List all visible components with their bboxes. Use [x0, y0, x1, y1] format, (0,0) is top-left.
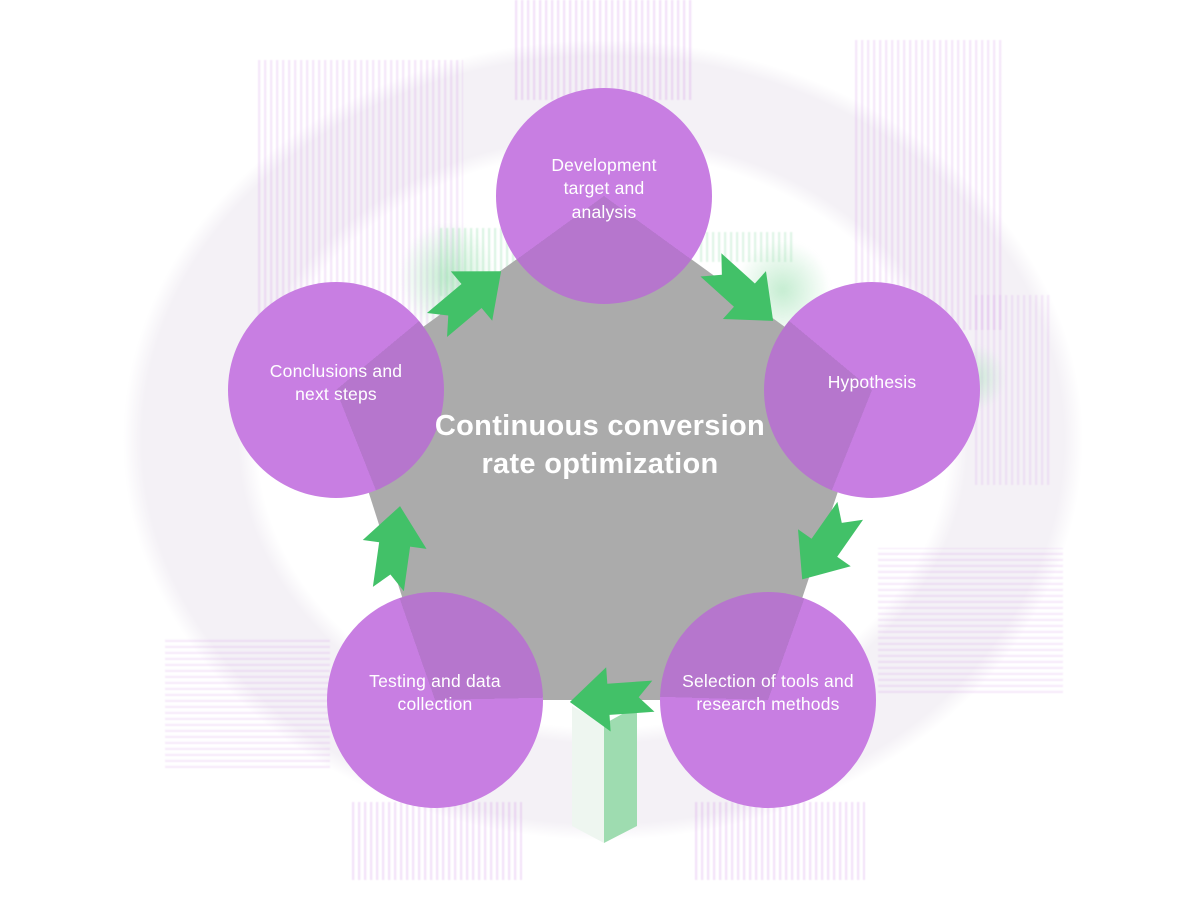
step-circle-hypothesis: Hypothesis — [764, 282, 980, 498]
flow-arrow-icon — [700, 253, 774, 321]
flow-arrow-icon — [797, 501, 864, 580]
arrow-reflection-shape — [572, 706, 637, 843]
smear-artifact — [515, 0, 695, 100]
step-label: Hypothesis — [827, 372, 917, 393]
step-label: Conclusions and next steps — [269, 360, 403, 404]
step-circle-conclusions: Conclusions and next steps — [228, 282, 444, 498]
step-circle-development: Development target and analysis — [496, 88, 712, 304]
flow-arrow-icon — [426, 271, 502, 338]
step-label: Development target and analysis — [551, 155, 657, 222]
smear-artifact — [878, 548, 1063, 693]
diagram-title: Continuous conversion rate optimization — [434, 410, 766, 480]
step-label: Testing and data collection — [369, 670, 501, 714]
step-label: Selection of tools and research methods — [682, 670, 854, 714]
smear-artifact — [975, 295, 1050, 485]
step-circle-testing: Testing and data collection — [327, 592, 543, 808]
flow-arrow-icon — [569, 667, 655, 732]
smear-artifact — [855, 40, 1005, 330]
smear-artifact — [165, 638, 330, 768]
flow-arrow-icon — [362, 506, 427, 592]
step-circle-selection: Selection of tools and research methods — [660, 592, 876, 808]
smear-artifact — [352, 802, 522, 880]
smear-artifact — [695, 802, 865, 880]
